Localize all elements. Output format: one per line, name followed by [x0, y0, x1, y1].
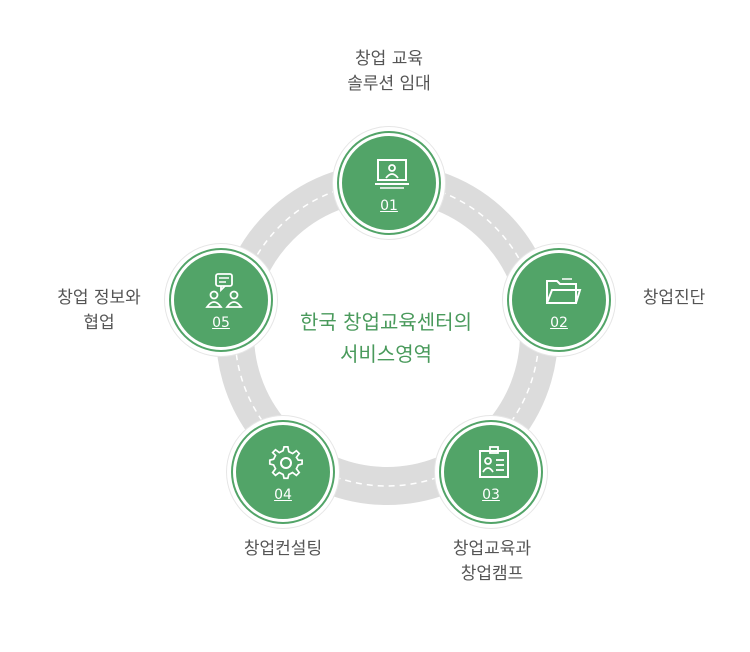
label-node-05: 창업 정보와 협업: [57, 288, 141, 333]
service-node-01[interactable]: 01: [333, 127, 445, 239]
service-number: 02: [550, 315, 568, 331]
people-chat-icon: [205, 273, 243, 308]
folder-icon: [546, 278, 582, 304]
service-node-04[interactable]: 04: [227, 416, 339, 528]
service-number: 01: [380, 198, 398, 214]
label-node-04: 창업컨설팅: [243, 539, 323, 559]
id-card-icon: [479, 446, 509, 478]
center-title-line1: 한국 창업교육센터의: [300, 310, 472, 334]
service-node-05[interactable]: 05: [165, 244, 277, 356]
label-node-01: 창업 교육 솔루션 임대: [347, 49, 431, 94]
gear-icon: [268, 446, 303, 480]
label-node-02: 창업진단: [642, 288, 706, 308]
service-number: 04: [274, 487, 292, 503]
service-node-02[interactable]: 02: [503, 244, 615, 356]
service-number: 05: [212, 315, 230, 331]
label-node-03: 창업교육과 창업캠프: [452, 539, 532, 584]
service-node-03[interactable]: 03: [435, 416, 547, 528]
center-title: 한국 창업교육센터의 서비스영역: [271, 306, 501, 370]
center-title-line2: 서비스영역: [340, 342, 432, 366]
service-number: 03: [482, 487, 500, 503]
monitor-user-icon: [375, 159, 409, 189]
